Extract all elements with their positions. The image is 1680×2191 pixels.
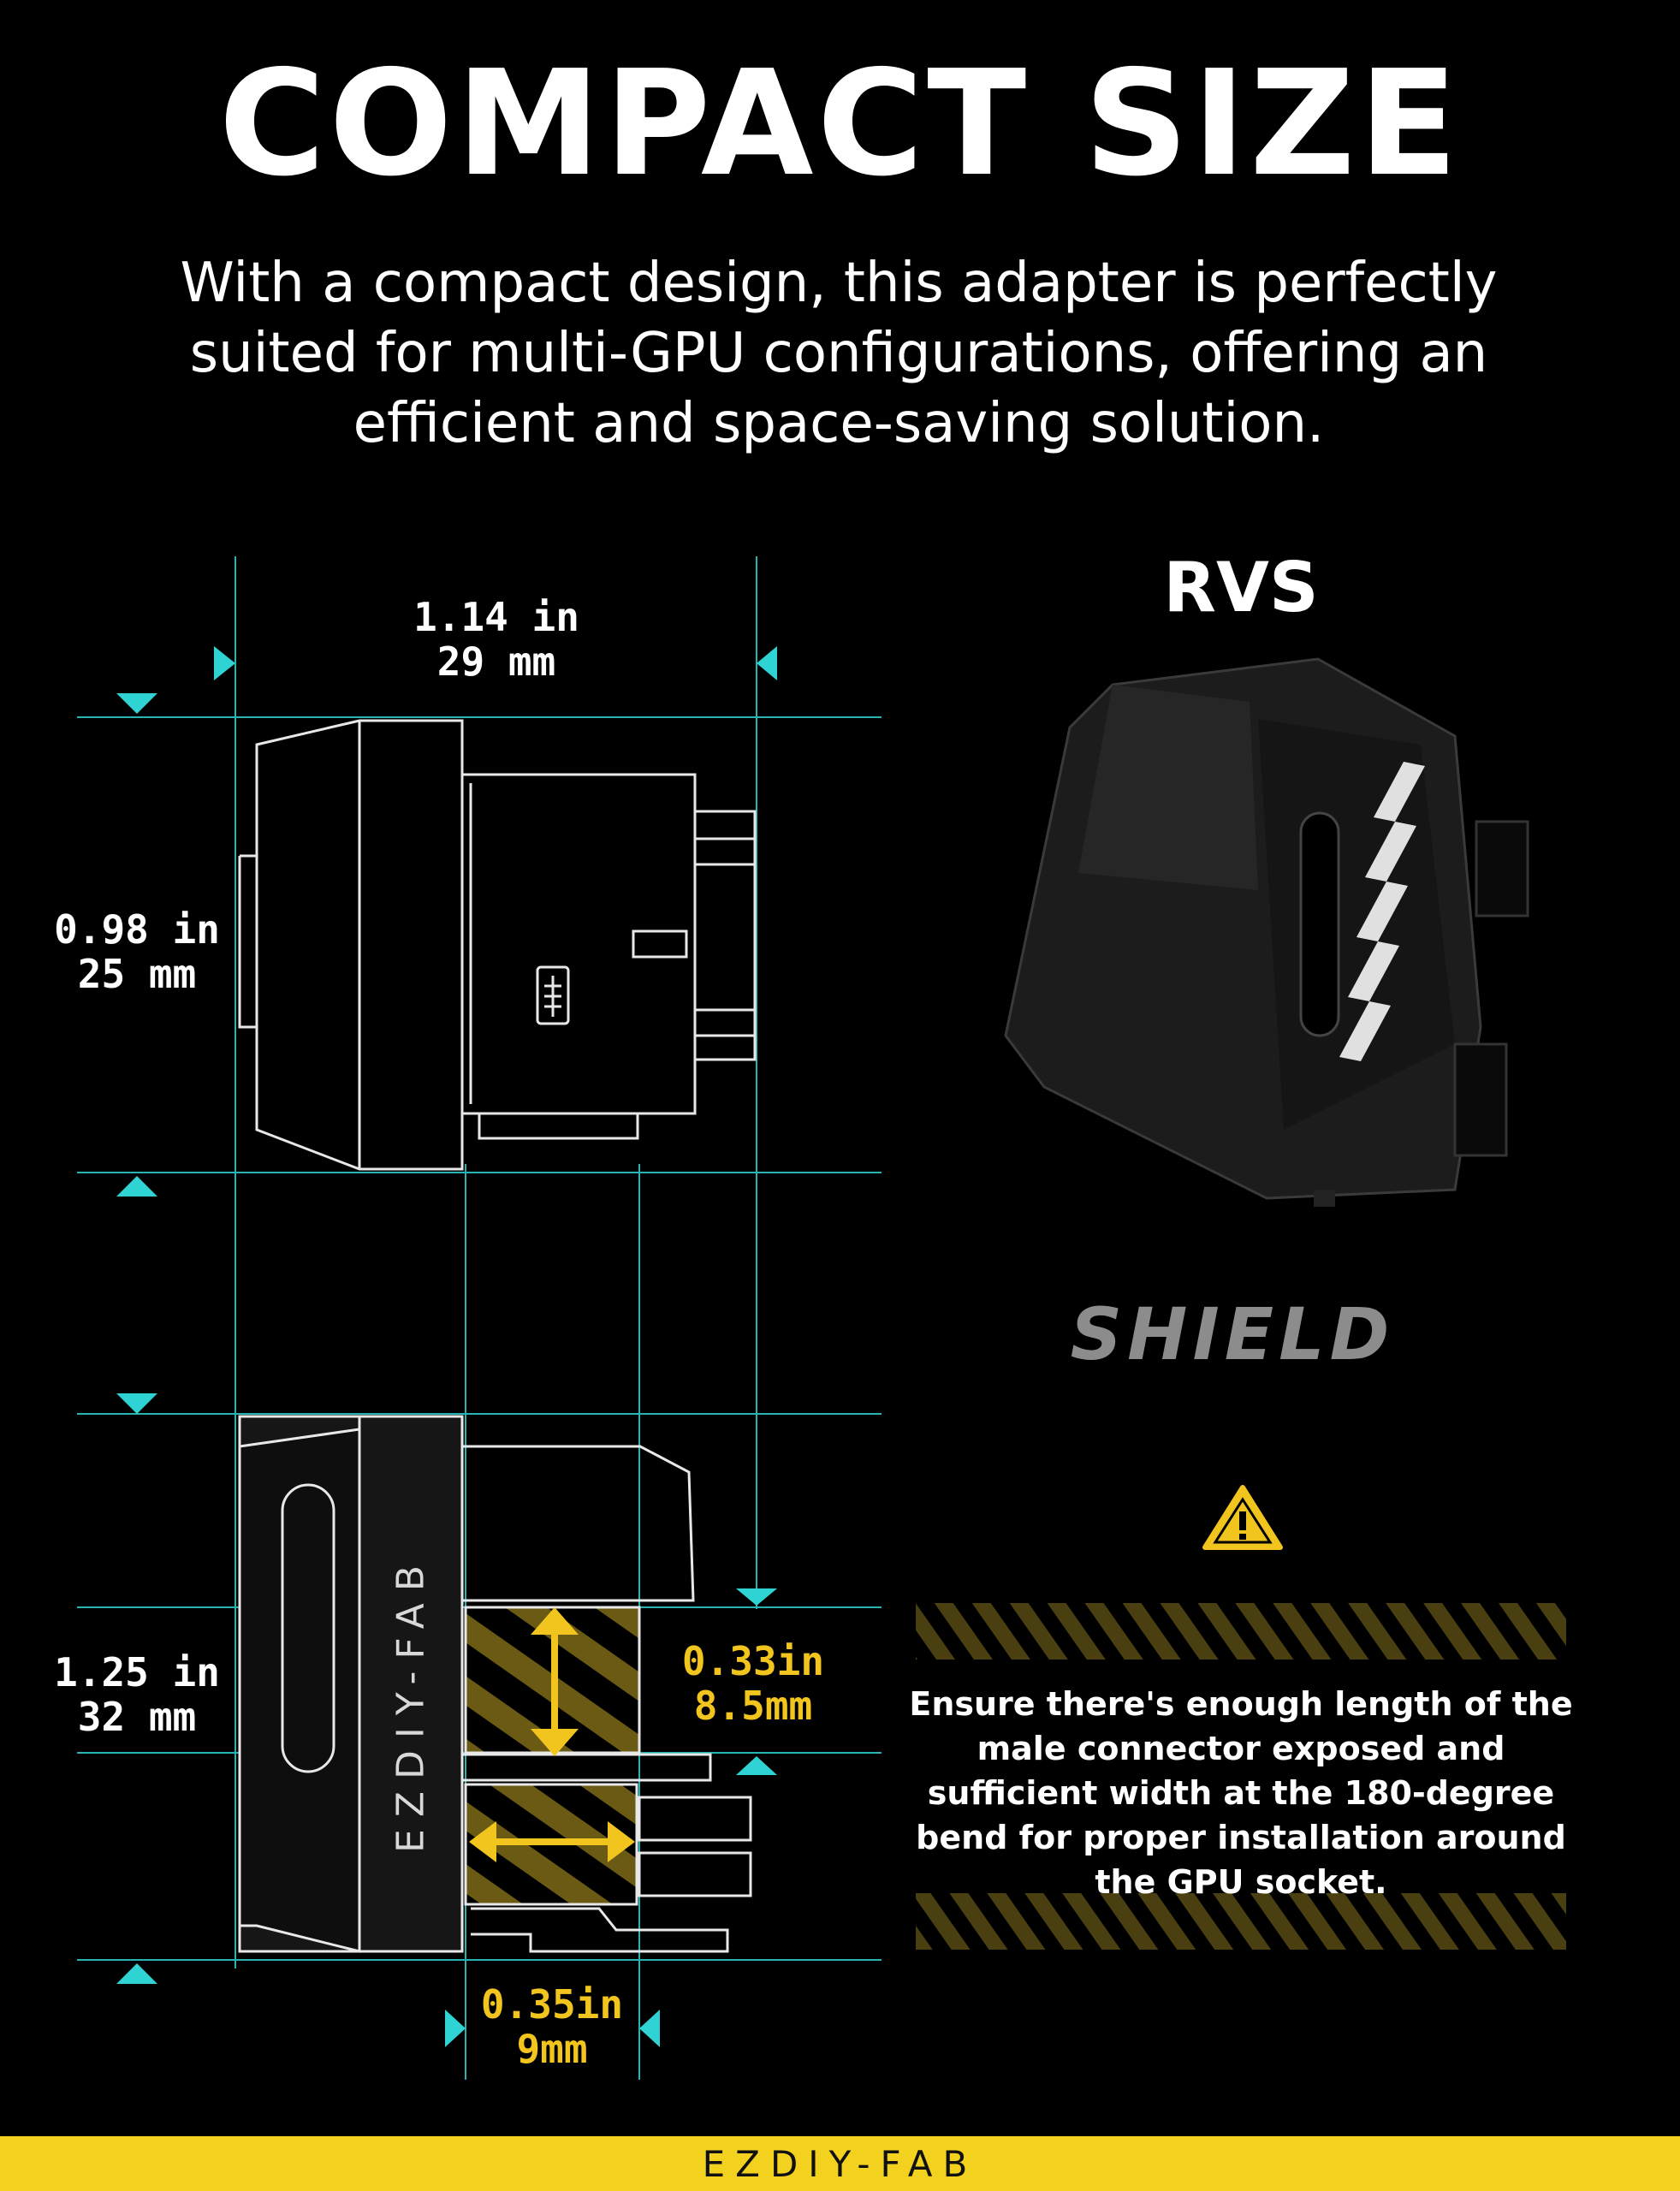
arrow-right-icon	[214, 646, 235, 680]
warning-message: Ensure there's enough length of the male…	[909, 1685, 1573, 1901]
width-in: 1.14 in	[413, 594, 579, 640]
bottom-height-in: 1.25 in	[54, 1649, 220, 1695]
vertical-gap-mm: 8.5mm	[693, 1683, 813, 1729]
hazard-stripe-bottom	[916, 1893, 1566, 1950]
arrow-down-icon	[116, 1393, 157, 1414]
arrow-down-icon	[116, 693, 157, 714]
side-label: EZDIY-FAB	[389, 1553, 433, 1853]
width-dimension-label: 1.14 in 29 mm	[402, 595, 591, 684]
series-logo: SHIELD	[1070, 1292, 1395, 1376]
bottom-height-dimension-label: 1.25 in 32 mm	[51, 1650, 223, 1739]
arrow-right-icon	[445, 2010, 466, 2047]
arrow-up-icon	[736, 1756, 777, 1775]
top-height-in: 0.98 in	[54, 906, 220, 953]
arrow-up-icon	[116, 1963, 157, 1984]
page-title: COMPACT SIZE	[218, 39, 1462, 209]
vertical-gap-dimension-label: 0.33in 8.5mm	[680, 1639, 826, 1728]
page-subtitle: With a compact design, this adapter is p…	[180, 252, 1498, 455]
top-view-outline	[238, 719, 757, 1171]
arrow-down-icon	[736, 1588, 777, 1606]
hazard-stripe-top	[916, 1603, 1566, 1660]
footer-brand: EZDIY-FAB	[702, 2143, 978, 2185]
gap-arrows	[469, 1607, 635, 1862]
horizontal-gap-dimension-label: 0.35in 9mm	[471, 1982, 633, 2071]
dimension-arrows	[116, 646, 777, 2047]
arrow-up-icon	[116, 1176, 157, 1196]
footer-bar	[0, 2136, 1680, 2191]
top-height-dimension-label: 0.98 in 25 mm	[51, 907, 223, 996]
width-mm: 29 mm	[436, 638, 556, 685]
side-view-outline	[238, 1415, 752, 1953]
bottom-height-mm: 32 mm	[77, 1694, 197, 1740]
horizontal-gap-mm: 9mm	[516, 2026, 588, 2072]
top-height-mm: 25 mm	[77, 951, 197, 997]
warning-triangle-icon	[1202, 1485, 1283, 1550]
arrow-left-icon	[639, 2010, 660, 2047]
product-render	[1004, 657, 1529, 1207]
vertical-gap-in: 0.33in	[681, 1638, 825, 1684]
arrow-left-icon	[757, 646, 777, 680]
product-name: RVS	[1163, 548, 1319, 627]
horizontal-gap-in: 0.35in	[480, 1981, 624, 2028]
